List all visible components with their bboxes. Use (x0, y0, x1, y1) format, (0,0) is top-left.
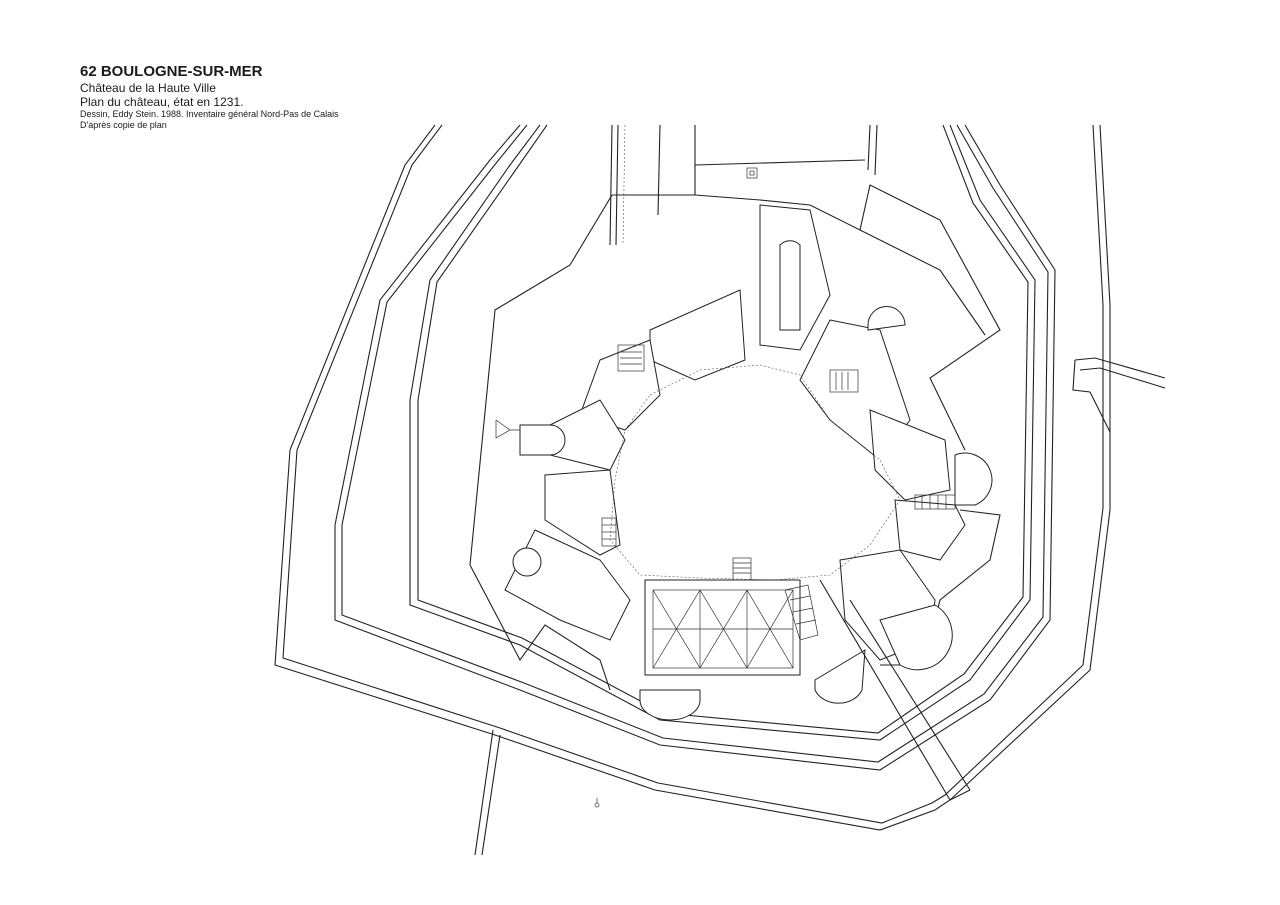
south-marker (594, 798, 600, 808)
round-towers (495, 240, 993, 721)
staircases (601, 344, 956, 641)
plan-source: D'après copie de plan (80, 120, 167, 130)
courtyard (609, 364, 901, 581)
plan-caption: 62 BOULOGNE-SUR-MER Château de la Haute … (80, 62, 410, 131)
plan-subtitle-site: Château de la Haute Ville (80, 81, 216, 95)
outer-ramparts (274, 124, 1166, 856)
plan-subtitle-state: Plan du château, état en 1231. (80, 95, 244, 109)
north-causeway (609, 124, 878, 246)
southeast-bridge (819, 579, 971, 801)
curtain-walls (504, 204, 966, 661)
plan-title: 62 BOULOGNE-SUR-MER (80, 63, 263, 80)
great-hall (644, 557, 801, 676)
plan-credit: Dessin, Eddy Stein. 1988. Inventaire gén… (80, 109, 339, 119)
